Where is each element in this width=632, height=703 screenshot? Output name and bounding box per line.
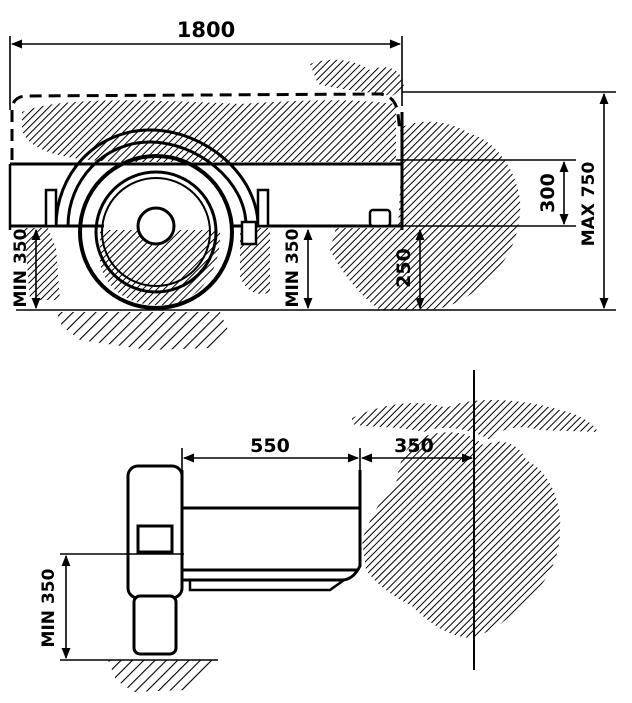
drawbar-height-label: 300: [537, 173, 559, 213]
tarp-outline: [10, 92, 402, 160]
rear-dimension-lines: [61, 453, 474, 660]
body-length-label: 550: [250, 435, 290, 457]
rear-wheel: [126, 464, 184, 656]
side-extension-lines: [9, 36, 616, 311]
gap-to-tree-label: 350: [394, 435, 434, 457]
left-clearance-label: MIN 350: [11, 228, 31, 307]
axle-brackets: [44, 188, 392, 246]
side-view: 1800 MIN 350 MIN 350 250 300 MAX 750: [8, 18, 616, 350]
wheel: [78, 154, 234, 310]
side-ground-hatching: [56, 312, 228, 350]
rear-clearance-label: MIN 350: [39, 568, 59, 647]
rear-ground-hatching: [108, 660, 214, 692]
rear-extension-lines: [60, 448, 361, 661]
rear-view: 550 350 MIN 350: [39, 370, 598, 692]
hitch-height-label: 250: [393, 248, 415, 288]
width-dimension-label: 1800: [177, 18, 235, 42]
right-clearance-label: MIN 350: [283, 228, 303, 307]
side-foliage-hatching: [22, 59, 521, 310]
max-height-label: MAX 750: [579, 162, 599, 247]
rear-body: [180, 470, 362, 592]
side-dimension-lines: [10, 39, 609, 310]
